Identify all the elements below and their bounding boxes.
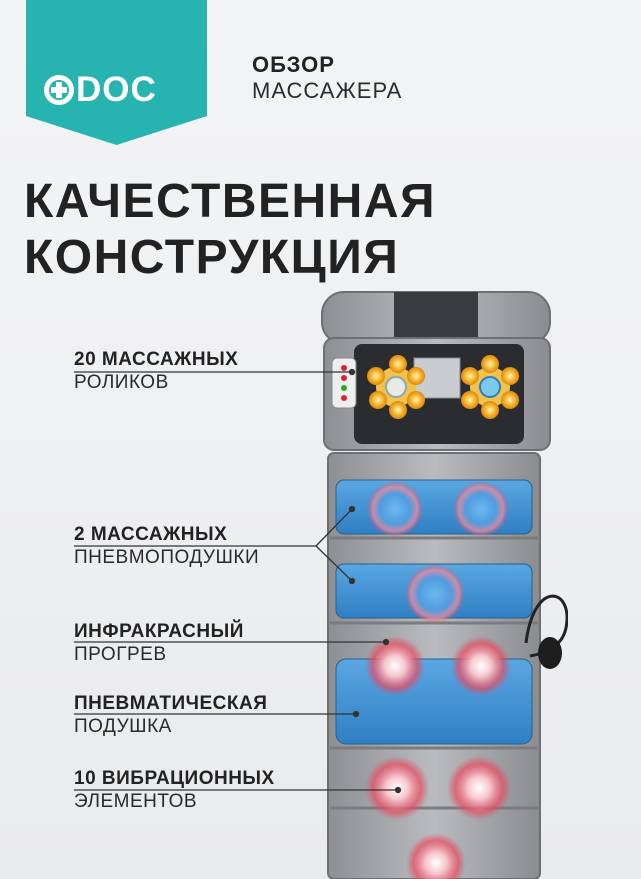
brand-logo: DOC <box>26 0 207 145</box>
massage-mat-illustration <box>321 291 568 879</box>
feature-title: 10 ВИБРАЦИОННЫХ <box>74 768 275 789</box>
title-line-2: КОНСТРУКЦИЯ <box>24 231 400 284</box>
title-line-1: КАЧЕСТВЕННАЯ <box>24 175 437 228</box>
feature-infrared: ИНФРАКРАСНЫЙ ПРОГРЕВ <box>74 620 244 666</box>
page-title: КАЧЕСТВЕННАЯ КОНСТРУКЦИЯ <box>24 174 436 286</box>
logo-cross-icon <box>44 75 74 105</box>
subtitle-line-2: МАССАЖЕРА <box>252 78 403 103</box>
brand-subtitle: ОБЗОР МАССАЖЕРА <box>252 52 402 104</box>
feature-title: ПНЕВМАТИЧЕСКАЯ <box>74 693 268 714</box>
feature-vibration: 10 ВИБРАЦИОННЫХ ЭЛЕМЕНТОВ <box>74 767 275 813</box>
feature-subtitle: ПРОГРЕВ <box>74 644 167 665</box>
feature-subtitle: ПОДУШКА <box>74 716 172 737</box>
subtitle-line-1: ОБЗОР <box>252 52 335 77</box>
feature-title: 2 МАССАЖНЫХ <box>74 524 228 545</box>
feature-airbags: 2 МАССАЖНЫХ ПНЕВМОПОДУШКИ <box>74 523 259 569</box>
logo-text: DOC <box>76 70 157 109</box>
feature-subtitle: РОЛИКОВ <box>74 372 169 393</box>
feature-subtitle: ПНЕВМОПОДУШКИ <box>74 547 260 568</box>
feature-pneumatic-cushion: ПНЕВМАТИЧЕСКАЯ ПОДУШКА <box>74 692 267 738</box>
feature-title: ИНФРАКРАСНЫЙ <box>74 621 244 642</box>
feature-rollers: 20 МАССАЖНЫХ РОЛИКОВ <box>74 348 238 394</box>
feature-title: 20 МАССАЖНЫХ <box>74 349 239 370</box>
feature-subtitle: ЭЛЕМЕНТОВ <box>74 791 198 812</box>
